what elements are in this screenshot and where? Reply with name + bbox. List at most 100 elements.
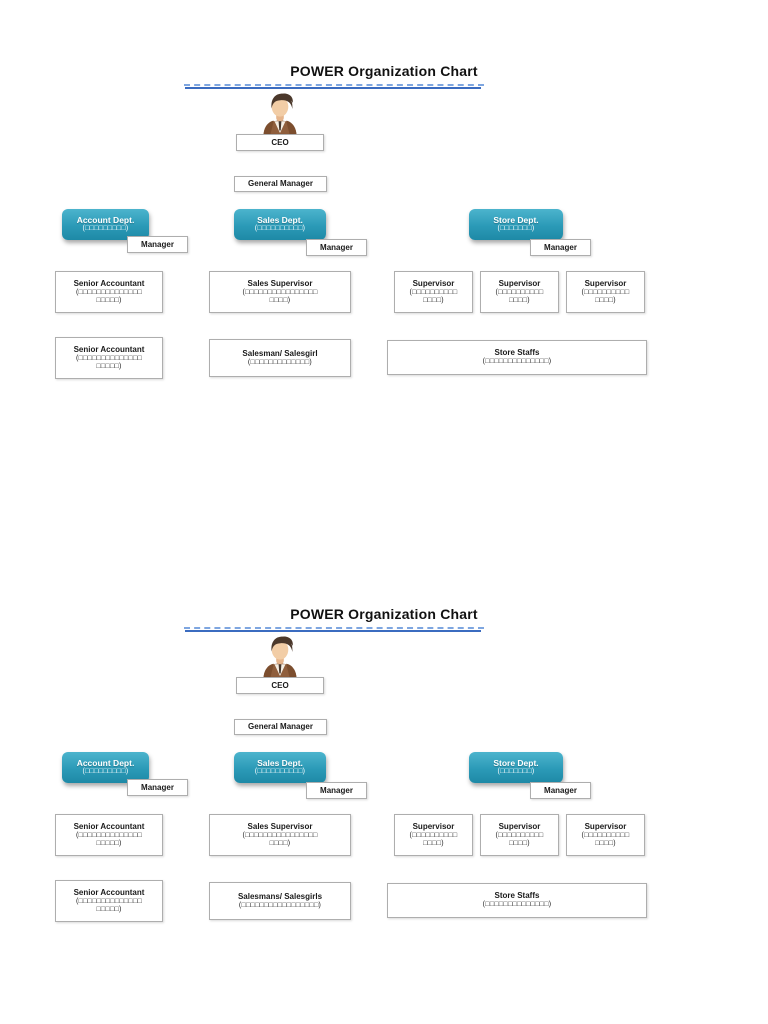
dept-box-sales: Sales Dept. (□□□□□□□□□□) bbox=[234, 209, 326, 240]
role-title: Senior Accountant bbox=[73, 821, 145, 831]
dept-name: Account Dept. bbox=[76, 215, 135, 226]
dept-box-account: Account Dept. (□□□□□□□□□) bbox=[62, 752, 149, 783]
role-subtitle: (□□□□□□□□□□□□□□ bbox=[75, 897, 143, 905]
dept-box-store: Store Dept. (□□□□□□□) bbox=[469, 752, 563, 783]
role-box-senior-accountant-2: Senior Accountant (□□□□□□□□□□□□□□ □□□□□) bbox=[55, 880, 163, 922]
role-box-supervisor-2: Supervisor (□□□□□□□□□□ □□□□) bbox=[480, 271, 559, 313]
title-underline-solid bbox=[185, 87, 481, 89]
role-box-supervisor-3: Supervisor (□□□□□□□□□□ □□□□) bbox=[566, 814, 645, 856]
role-subtitle: (□□□□□□□□□□ bbox=[581, 288, 630, 296]
role-subtitle: (□□□□□□□□□□□□□□ bbox=[75, 288, 143, 296]
manager-label: Manager bbox=[141, 239, 174, 249]
role-box-sales-supervisor: Sales Supervisor (□□□□□□□□□□□□□□□□ □□□□) bbox=[209, 271, 351, 313]
role-subtitle: (□□□□□□□□□□□□□□□□□) bbox=[238, 901, 322, 909]
title-underline-solid bbox=[185, 630, 481, 632]
dept-subtitle: (□□□□□□□□□□) bbox=[254, 768, 306, 776]
role-subtitle: □□□□) bbox=[269, 840, 291, 847]
role-subtitle: (□□□□□□□□□□ bbox=[409, 831, 458, 839]
manager-box-store: Manager bbox=[530, 782, 591, 799]
role-subtitle: □□□□) bbox=[595, 297, 616, 304]
role-subtitle: □□□□□) bbox=[96, 297, 122, 304]
role-box-senior-accountant: Senior Accountant (□□□□□□□□□□□□□□ □□□□□) bbox=[55, 814, 163, 856]
ceo-box: CEO bbox=[236, 677, 324, 694]
dept-name: Store Dept. bbox=[493, 215, 539, 226]
role-box-supervisor-1: Supervisor (□□□□□□□□□□ □□□□) bbox=[394, 814, 473, 856]
ceo-avatar-icon bbox=[263, 636, 297, 679]
role-subtitle: (□□□□□□□□□□□□□□) bbox=[482, 358, 552, 366]
role-title: Supervisor bbox=[498, 821, 541, 831]
role-subtitle: (□□□□□□□□□□□□□) bbox=[247, 358, 313, 366]
title-underline-dashed bbox=[184, 627, 484, 629]
role-title: Salesmans/ Salesgirls bbox=[237, 891, 323, 901]
role-subtitle: (□□□□□□□□□□ bbox=[581, 831, 630, 839]
dept-box-account: Account Dept. (□□□□□□□□□) bbox=[62, 209, 149, 240]
role-title: Salesman/ Salesgirl bbox=[242, 348, 318, 358]
role-subtitle: (□□□□□□□□□□□□□□) bbox=[482, 901, 552, 909]
role-title: Supervisor bbox=[498, 278, 541, 288]
role-subtitle: (□□□□□□□□□□ bbox=[409, 288, 458, 296]
role-title: Store Staffs bbox=[494, 891, 540, 901]
dept-subtitle: (□□□□□□□□□) bbox=[82, 225, 129, 233]
role-box-senior-accountant-2: Senior Accountant (□□□□□□□□□□□□□□ □□□□□) bbox=[55, 337, 163, 379]
dept-name: Sales Dept. bbox=[257, 758, 303, 769]
role-box-store-staffs: Store Staffs (□□□□□□□□□□□□□□) bbox=[387, 883, 647, 918]
role-subtitle: (□□□□□□□□□□ bbox=[495, 831, 544, 839]
role-subtitle: □□□□) bbox=[423, 297, 444, 304]
role-subtitle: □□□□□) bbox=[96, 906, 122, 913]
role-title: Supervisor bbox=[412, 821, 455, 831]
role-subtitle: (□□□□□□□□□□□□□□□□ bbox=[242, 831, 318, 839]
role-subtitle: □□□□□) bbox=[96, 363, 122, 370]
role-box-supervisor-1: Supervisor (□□□□□□□□□□ □□□□) bbox=[394, 271, 473, 313]
manager-box-store: Manager bbox=[530, 239, 591, 256]
role-box-store-staffs: Store Staffs (□□□□□□□□□□□□□□) bbox=[387, 340, 647, 375]
role-title: Store Staffs bbox=[494, 348, 540, 358]
general-manager-label: General Manager bbox=[248, 179, 313, 188]
role-box-salesman-salesgirl: Salesman/ Salesgirl (□□□□□□□□□□□□□) bbox=[209, 339, 351, 377]
general-manager-box: General Manager bbox=[234, 176, 327, 192]
ceo-box: CEO bbox=[236, 134, 324, 151]
role-title: Supervisor bbox=[584, 821, 627, 831]
manager-label: Manager bbox=[320, 242, 353, 252]
role-subtitle: □□□□) bbox=[595, 840, 616, 847]
role-subtitle: □□□□) bbox=[509, 840, 530, 847]
ceo-label: CEO bbox=[271, 680, 289, 690]
ceo-label: CEO bbox=[271, 137, 289, 147]
dept-subtitle: (□□□□□□□) bbox=[497, 768, 535, 776]
org-chart-page-2: POWER Organization Chart CEO General Man… bbox=[0, 603, 768, 933]
role-subtitle: □□□□) bbox=[269, 297, 291, 304]
role-title: Sales Supervisor bbox=[247, 278, 313, 288]
dept-box-sales: Sales Dept. (□□□□□□□□□□) bbox=[234, 752, 326, 783]
manager-label: Manager bbox=[141, 782, 174, 792]
role-subtitle: (□□□□□□□□□□□□□□ bbox=[75, 354, 143, 362]
general-manager-box: General Manager bbox=[234, 719, 327, 735]
dept-subtitle: (□□□□□□□□□□) bbox=[254, 225, 306, 233]
role-subtitle: □□□□) bbox=[423, 840, 444, 847]
title-underline-dashed bbox=[184, 84, 484, 86]
org-chart-page-1: POWER Organization Chart CEO General Man… bbox=[0, 60, 768, 390]
manager-box-account: Manager bbox=[127, 236, 188, 253]
role-box-salesmans-salesgirls: Salesmans/ Salesgirls (□□□□□□□□□□□□□□□□□… bbox=[209, 882, 351, 920]
role-title: Sales Supervisor bbox=[247, 821, 313, 831]
manager-box-account: Manager bbox=[127, 779, 188, 796]
manager-box-sales: Manager bbox=[306, 239, 367, 256]
role-subtitle: (□□□□□□□□□□ bbox=[495, 288, 544, 296]
manager-box-sales: Manager bbox=[306, 782, 367, 799]
role-title: Senior Accountant bbox=[73, 344, 145, 354]
role-subtitle: □□□□□) bbox=[96, 840, 122, 847]
role-subtitle: □□□□) bbox=[509, 297, 530, 304]
role-subtitle: (□□□□□□□□□□□□□□□□ bbox=[242, 288, 318, 296]
role-box-sales-supervisor: Sales Supervisor (□□□□□□□□□□□□□□□□ □□□□) bbox=[209, 814, 351, 856]
manager-label: Manager bbox=[544, 242, 577, 252]
manager-label: Manager bbox=[544, 785, 577, 795]
role-title: Senior Accountant bbox=[73, 887, 145, 897]
general-manager-label: General Manager bbox=[248, 722, 313, 731]
role-box-supervisor-3: Supervisor (□□□□□□□□□□ □□□□) bbox=[566, 271, 645, 313]
dept-name: Sales Dept. bbox=[257, 215, 303, 226]
dept-subtitle: (□□□□□□□□□) bbox=[82, 768, 129, 776]
role-title: Supervisor bbox=[584, 278, 627, 288]
dept-name: Account Dept. bbox=[76, 758, 135, 769]
role-box-supervisor-2: Supervisor (□□□□□□□□□□ □□□□) bbox=[480, 814, 559, 856]
manager-label: Manager bbox=[320, 785, 353, 795]
ceo-avatar-icon bbox=[263, 93, 297, 136]
dept-name: Store Dept. bbox=[493, 758, 539, 769]
